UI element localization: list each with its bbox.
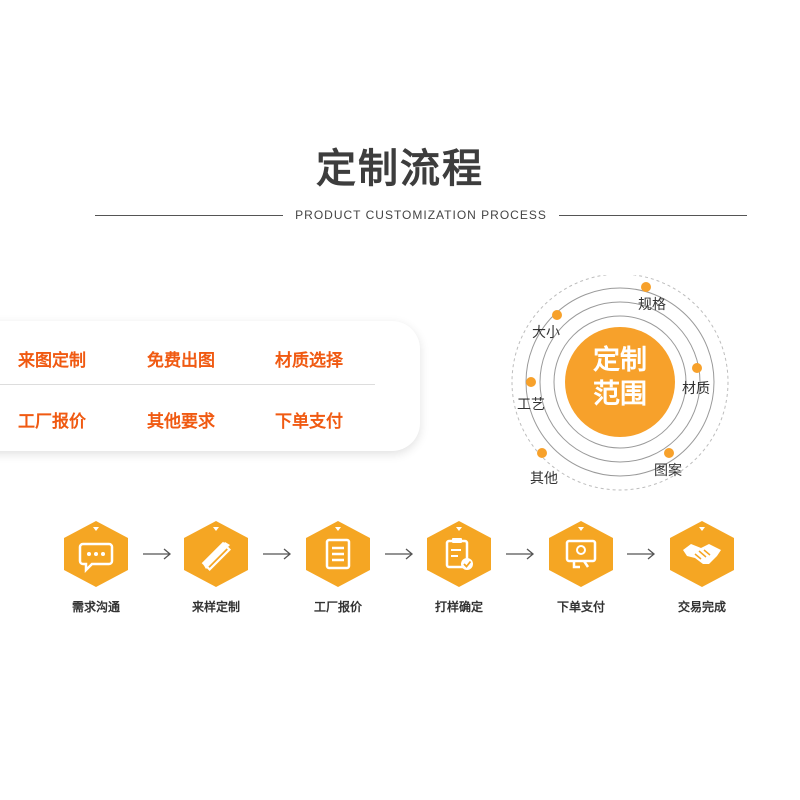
step-order-payment: 下单支付 (526, 520, 636, 615)
handshake-icon (670, 521, 734, 587)
step-sample-customization: 来样定制 (161, 520, 271, 615)
option-free-drawing: 免费出图 (147, 351, 215, 371)
scope-center-label: 定制 范围 (570, 344, 670, 412)
subtitle-row: PRODUCT CUSTOMIZATION PROCESS (95, 205, 747, 225)
step-label: 需求沟通 (71, 600, 120, 614)
option-material-select: 材质选择 (275, 351, 343, 371)
orbit-dot-material (692, 363, 702, 373)
subtitle-right-line (558, 214, 747, 216)
page-subtitle: PRODUCT CUSTOMIZATION PROCESS (295, 208, 547, 222)
arrow-right-icon (627, 548, 656, 560)
orbit-dot-size (552, 310, 562, 320)
orbit-dot-other (537, 448, 547, 458)
payment-card-icon (549, 521, 613, 587)
clipboard-check-icon (427, 521, 491, 587)
outer-dashed-ring (511, 275, 729, 491)
step-factory-quote: 工厂报价 (283, 520, 393, 615)
scope-label-spec: 规格 (638, 297, 666, 313)
step-label: 下单支付 (556, 600, 605, 614)
orbit-dot-spec (641, 282, 651, 292)
step-sample-confirmation: 打样确定 (404, 520, 514, 615)
step-label: 交易完成 (677, 600, 726, 614)
scope-label-size: 大小 (532, 325, 560, 341)
step-label: 工厂报价 (313, 600, 362, 614)
option-other-requirements: 其他要求 (147, 412, 215, 432)
pencil-ruler-icon (184, 521, 248, 587)
chat-bubble-icon (64, 521, 128, 587)
ring-2 (539, 301, 701, 463)
step-requirement-communication: 需求沟通 (41, 520, 151, 615)
scope-label-other: 其他 (530, 471, 558, 487)
scope-label-pattern: 图案 (654, 463, 682, 479)
scope-center-line-1: 定制 (593, 345, 647, 376)
arrow-right-icon (506, 548, 535, 560)
arrow-right-icon (385, 548, 414, 560)
option-factory-quote: 工厂报价 (18, 412, 86, 432)
option-order-payment: 下单支付 (275, 412, 343, 432)
scope-orbit-diagram (511, 275, 729, 491)
page-title: 定制流程 (316, 146, 484, 192)
options-divider (0, 384, 375, 385)
options-card: 来图定制 免费出图 材质选择 工厂报价 其他要求 下单支付 (0, 321, 420, 451)
orbit-dot-pattern (664, 448, 674, 458)
scope-center-circle (565, 327, 675, 437)
arrow-right-icon (143, 548, 172, 560)
step-label: 来样定制 (191, 600, 240, 614)
step-transaction-complete: 交易完成 (647, 520, 757, 615)
step-label: 打样确定 (434, 600, 483, 614)
option-custom-design: 来图定制 (18, 351, 86, 371)
subtitle-left-line (95, 214, 284, 216)
scope-label-material: 材质 (682, 381, 710, 397)
scope-center-line-2: 范围 (593, 379, 647, 410)
ring-1 (553, 315, 687, 449)
scope-label-craft: 工艺 (517, 397, 545, 413)
document-list-icon (306, 521, 370, 587)
arrow-right-icon (263, 548, 292, 560)
orbit-dot-craft (526, 377, 536, 387)
